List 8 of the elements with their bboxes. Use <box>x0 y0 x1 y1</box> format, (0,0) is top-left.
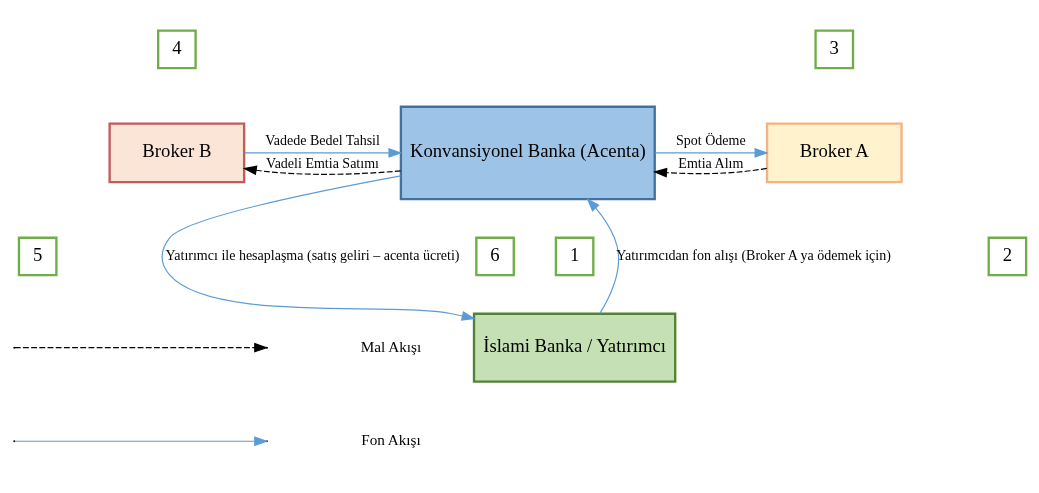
edge-label: Vadeli Emtia Satımı <box>265 154 379 171</box>
edge-label: Yatırımcıdan fon alışı (Broker A ya ödemek için) <box>615 247 891 264</box>
legend-label: Mal Akışı <box>360 337 421 355</box>
edge-label: Spot Ödeme <box>675 132 746 149</box>
legend-label: Fon Akışı <box>360 431 421 449</box>
edge-label: Vadede Bedel Tahsil <box>264 132 380 149</box>
edge-label: Yatırımcı ile hesaplaşma (satış geliri – acenta ücreti) <box>165 247 460 264</box>
edge-label: Emtia Alım <box>677 154 743 171</box>
